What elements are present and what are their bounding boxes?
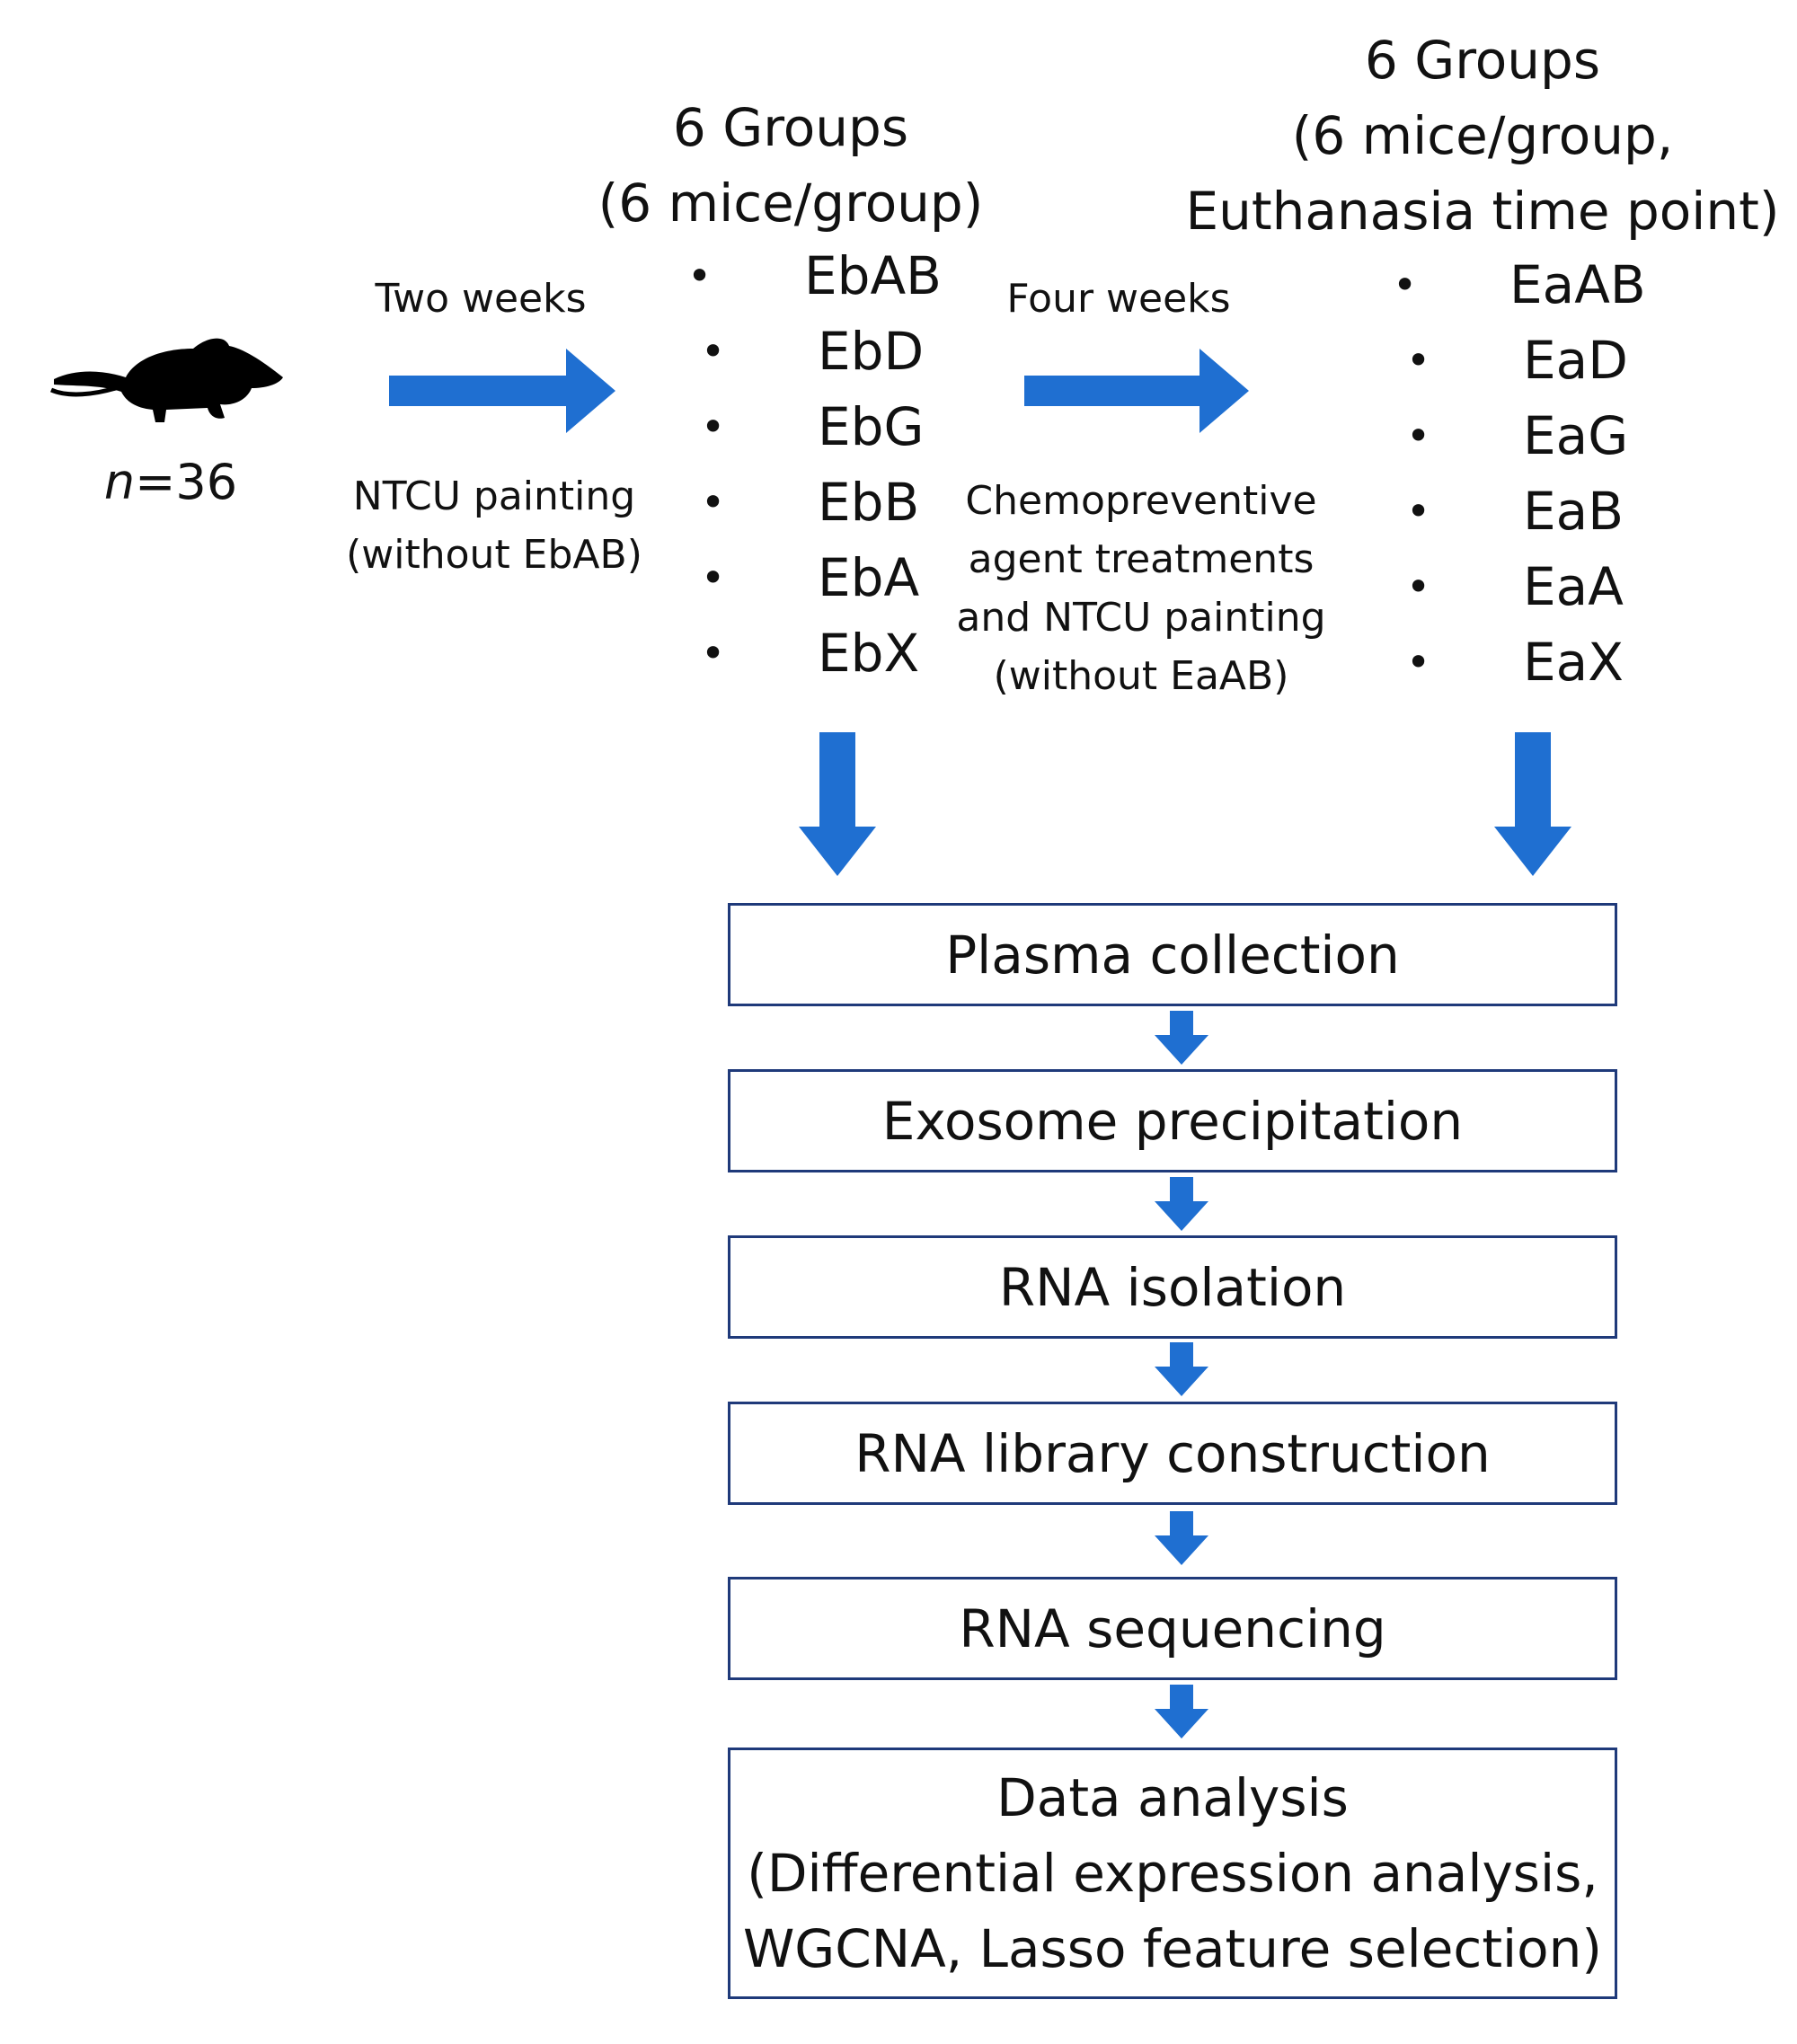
pipeline-step-rna-library-construction: RNA library construction [728, 1402, 1617, 1505]
groups-after-title-line: (6 mice/group, [1291, 105, 1674, 166]
step2-treatment-line: agent treatments [968, 536, 1315, 582]
list-item: • EaB [1393, 473, 1646, 549]
group-code: EaG [1523, 405, 1629, 466]
bullet-icon: • [1406, 411, 1431, 460]
bullet-icon: • [701, 327, 726, 376]
groups-before-title: 6 Groups (6 mice/group) [566, 90, 1015, 241]
groups-after-title: 6 Groups (6 mice/group, Euthanasia time … [1177, 22, 1788, 249]
group-code: EbB [818, 472, 920, 533]
groups-before-list: • EbAB • EbD • EbG • EbB • EbA • EbX [687, 238, 942, 691]
bullet-icon: • [701, 403, 726, 451]
list-item: • EbA [687, 540, 942, 615]
bullet-icon: • [1406, 336, 1431, 385]
list-item: • EbX [687, 615, 942, 691]
group-code: EaA [1523, 556, 1624, 617]
pipeline-step-exosome-precipitation: Exosome precipitation [728, 1069, 1617, 1172]
mouse-silhouette-icon [49, 338, 283, 422]
list-item: • EbD [687, 314, 942, 389]
group-code: EbA [818, 547, 920, 608]
down-arrow-icon [1155, 1511, 1208, 1565]
pipeline-step-plasma-collection: Plasma collection [728, 903, 1617, 1006]
group-code: EbG [818, 396, 925, 457]
n-value: =36 [135, 454, 238, 510]
group-code: EaD [1523, 330, 1628, 391]
down-arrow-icon [1155, 1011, 1208, 1065]
list-item: • EbAB [687, 238, 942, 314]
bullet-icon: • [1406, 562, 1431, 611]
sample-size-label: n=36 [63, 454, 279, 510]
group-code: EaX [1523, 632, 1624, 693]
step1-treatment-line: NTCU painting [352, 473, 636, 519]
data-analysis-line: WGCNA, Lasso feature selection) [742, 1918, 1603, 1979]
pipeline-step-rna-isolation: RNA isolation [728, 1235, 1617, 1339]
bullet-icon: • [701, 478, 726, 526]
list-item: • EbG [687, 389, 942, 465]
n-variable: n [103, 454, 136, 510]
groups-before-title-line: (6 mice/group) [598, 173, 984, 234]
step1-treatment-label: NTCU painting (without EbAB) [337, 467, 651, 584]
group-code: EaAB [1509, 254, 1646, 315]
list-item: • EaX [1393, 624, 1646, 700]
list-item: • EaG [1393, 398, 1646, 473]
bullet-icon: • [1406, 487, 1431, 535]
down-arrow-icon [799, 732, 876, 876]
pipeline-step-data-analysis: Data analysis (Differential expression a… [728, 1748, 1617, 1999]
list-item: • EaA [1393, 549, 1646, 624]
down-arrow-icon [1155, 1342, 1208, 1396]
step1-duration-label: Two weeks [375, 276, 587, 322]
data-analysis-line: Data analysis [996, 1767, 1349, 1828]
groups-before-title-line: 6 Groups [672, 97, 909, 158]
step2-treatment-line: Chemopreventive [965, 478, 1317, 524]
down-arrow-icon [1155, 1685, 1208, 1739]
bullet-icon: • [701, 553, 726, 602]
bullet-icon: • [687, 252, 713, 300]
down-arrow-icon [1155, 1177, 1208, 1231]
step1-treatment-line: (without EbAB) [346, 532, 642, 578]
group-code: EbAB [804, 245, 942, 306]
groups-after-list: • EaAB • EaD • EaG • EaB • EaA • EaX [1393, 247, 1646, 700]
right-arrow-icon [389, 349, 615, 433]
group-code: EbX [818, 623, 920, 684]
bullet-icon: • [1393, 261, 1418, 309]
bullet-icon: • [701, 629, 726, 677]
down-arrow-icon [1494, 732, 1571, 876]
group-code: EbD [818, 321, 925, 382]
group-code: EaB [1523, 481, 1624, 542]
data-analysis-line: (Differential expression analysis, [747, 1843, 1598, 1904]
step2-treatment-line: (without EaAB) [993, 653, 1289, 699]
pipeline-step-rna-sequencing: RNA sequencing [728, 1577, 1617, 1680]
step2-treatment-label: Chemopreventive agent treatments and NTC… [934, 472, 1348, 705]
list-item: • EaD [1393, 323, 1646, 398]
list-item: • EaAB [1393, 247, 1646, 323]
right-arrow-icon [1024, 349, 1249, 433]
step2-treatment-line: and NTCU painting [956, 595, 1326, 641]
bullet-icon: • [1406, 638, 1431, 686]
groups-after-title-line: 6 Groups [1364, 30, 1601, 91]
list-item: • EbB [687, 465, 942, 540]
groups-after-title-line: Euthanasia time point) [1185, 181, 1780, 242]
step2-duration-label: Four weeks [1006, 276, 1231, 322]
